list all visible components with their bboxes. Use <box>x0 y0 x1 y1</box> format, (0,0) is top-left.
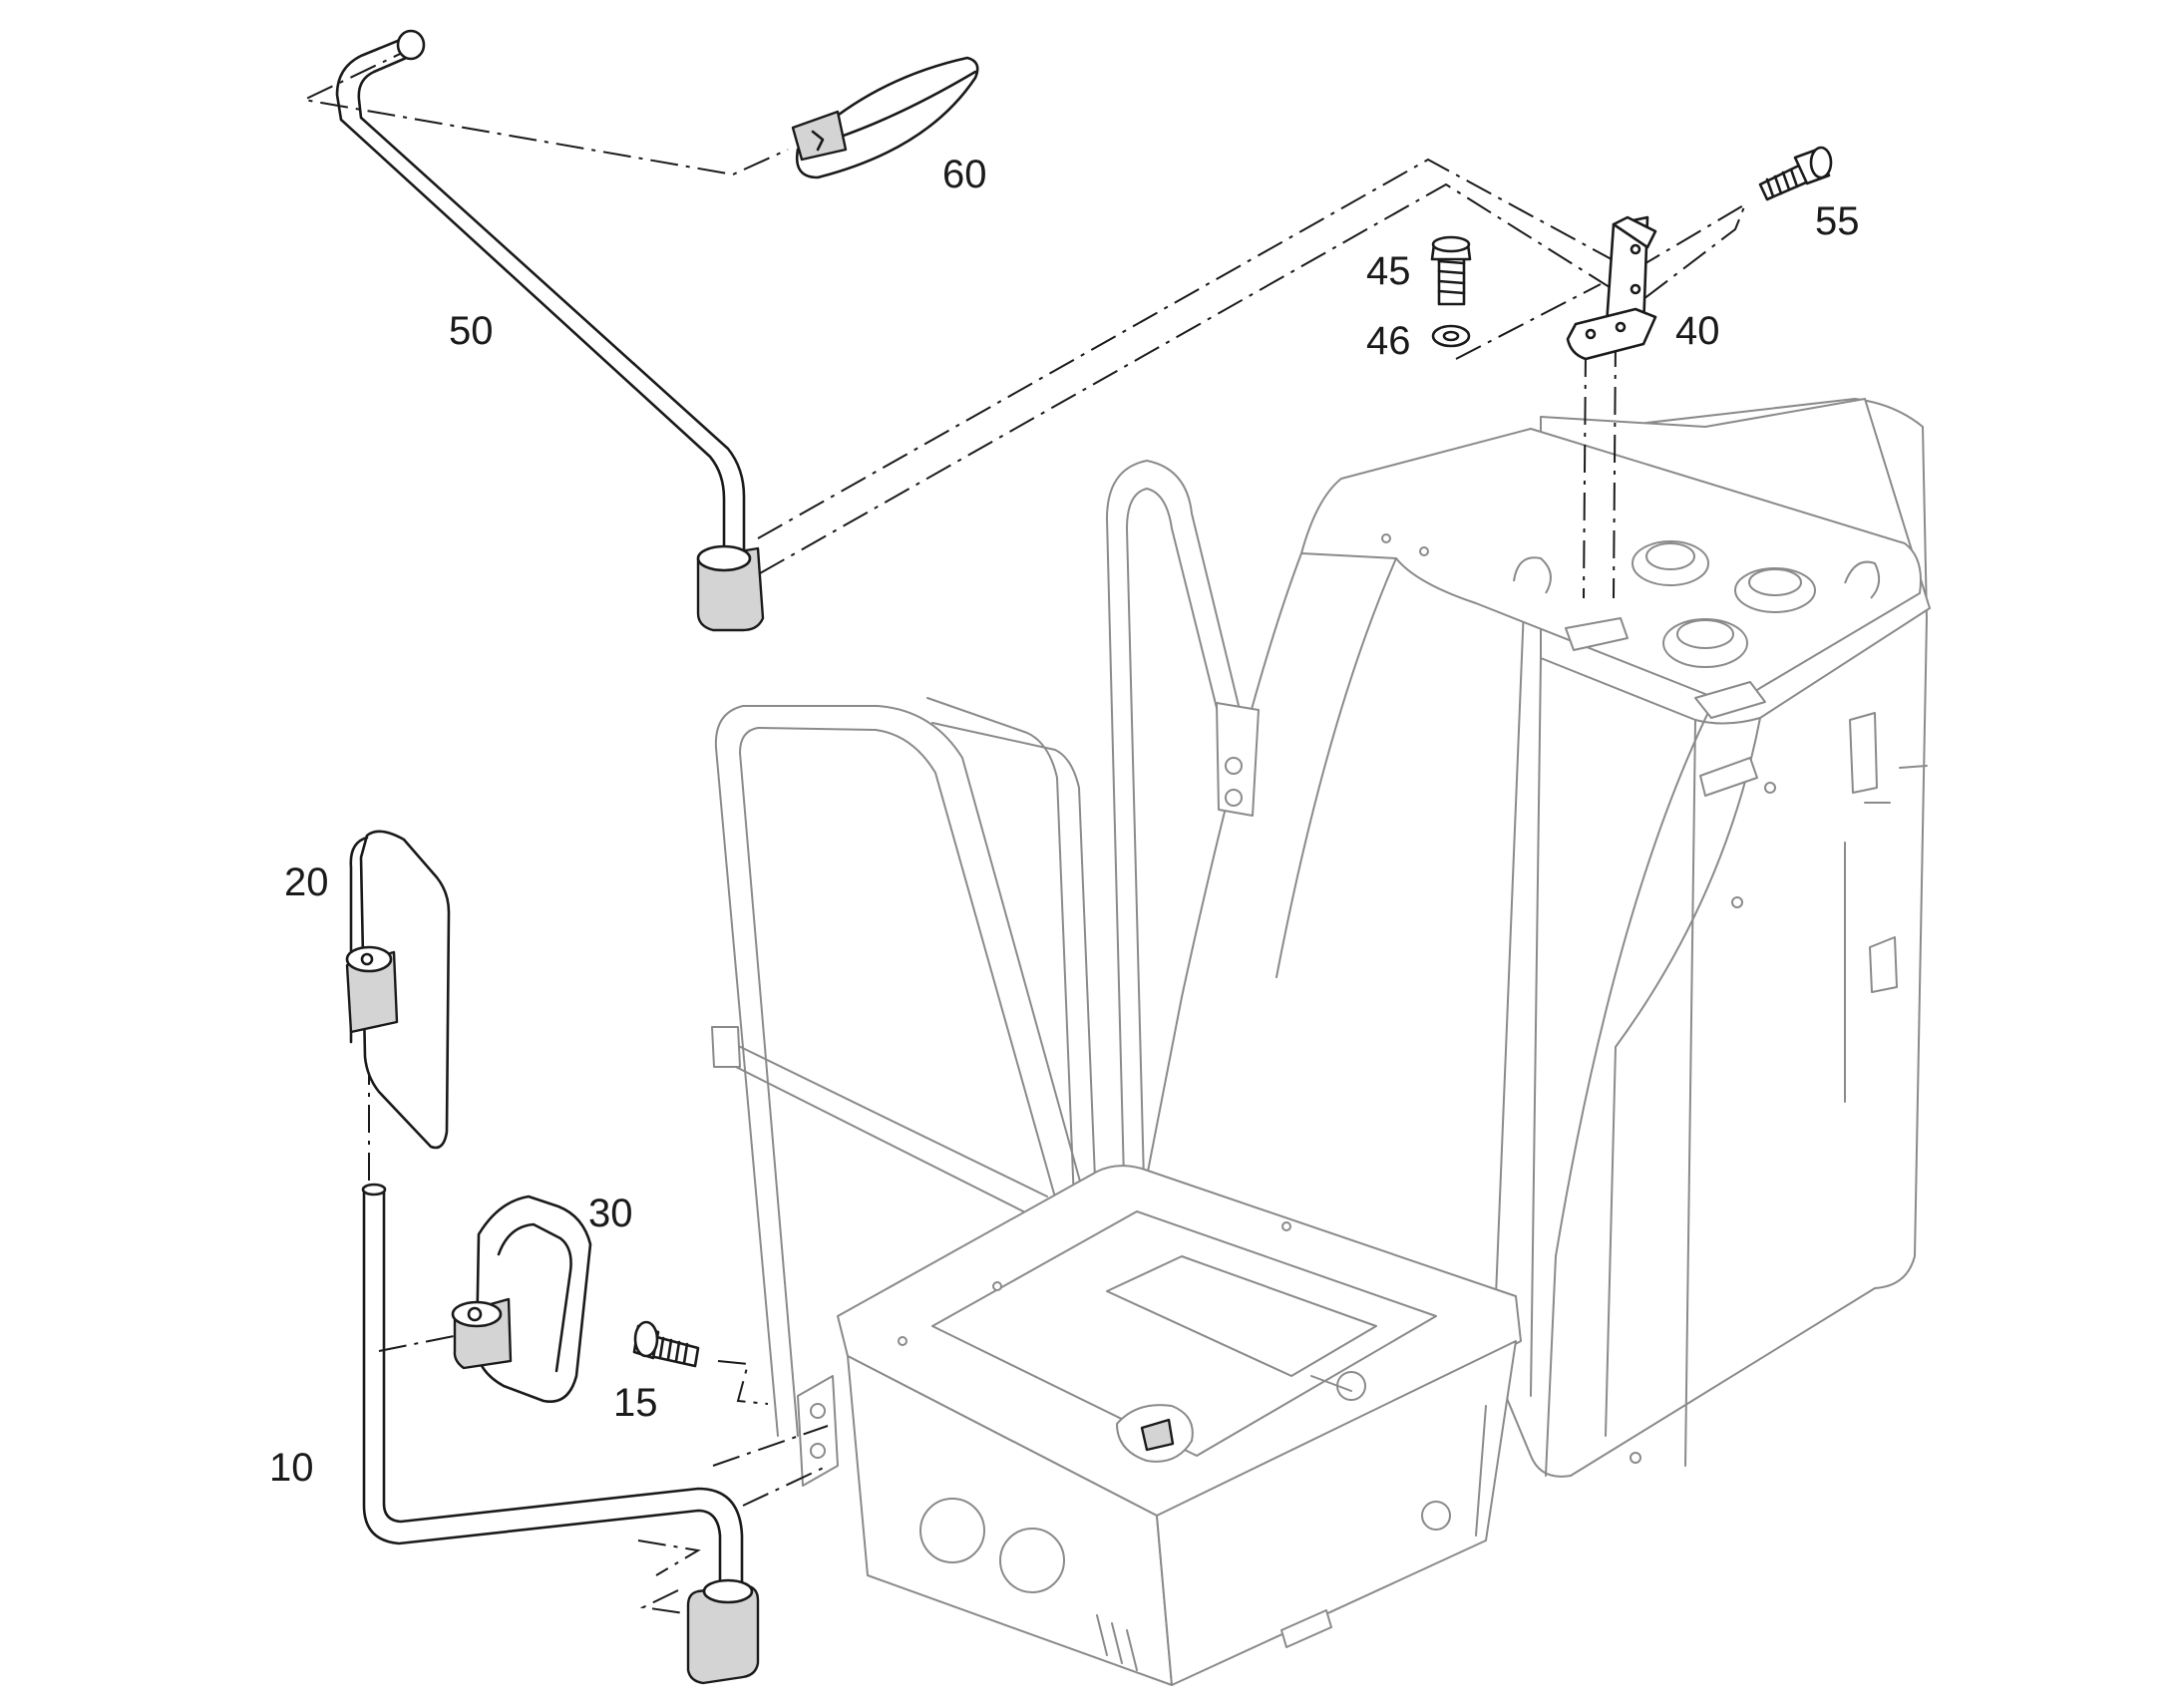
flanged-bolt-55 <box>1758 146 1833 201</box>
mirror-30 <box>451 1195 592 1403</box>
flanged-bolt-15 <box>632 1320 700 1368</box>
assembly-line-10-frame-b <box>742 1465 829 1507</box>
assembly-line-10-frame-a <box>712 1425 829 1467</box>
assembly-line-50-60 <box>300 44 789 176</box>
assembly-line-10-base-b <box>639 1589 699 1616</box>
mirror-20 <box>345 830 451 1150</box>
assembly-line-40-base-b <box>1613 338 1617 599</box>
battery-box <box>797 1165 1522 1686</box>
front-frame-rail <box>711 705 1088 1437</box>
bolt-45 <box>1430 235 1472 306</box>
washer-46 <box>1431 324 1471 348</box>
assembly-line-40-46 <box>1455 283 1602 360</box>
callout-46: 46 <box>1366 319 1411 363</box>
assembly-line-40-base-a <box>1583 348 1587 599</box>
mirror-arm-10 <box>361 1183 760 1685</box>
callout-45: 45 <box>1366 249 1411 293</box>
callout-30: 30 <box>588 1192 633 1235</box>
mirror-head-60 <box>791 56 979 179</box>
callout-40: 40 <box>1675 309 1720 353</box>
rear-grab-rail <box>1106 460 1260 1297</box>
mounting-bracket-40 <box>1566 215 1657 361</box>
mirror-arm-50 <box>335 29 765 632</box>
assembly-line-15-frame <box>717 1360 769 1405</box>
machine-body-assembly <box>711 398 1931 1686</box>
assembly-line-30-10 <box>378 1333 465 1352</box>
callout-20: 20 <box>284 860 329 904</box>
callout-15: 15 <box>613 1381 658 1425</box>
callout-55: 55 <box>1815 199 1860 243</box>
assembly-lines <box>300 44 1748 1616</box>
callout-60: 60 <box>942 153 987 196</box>
assembly-line-10-base-a <box>637 1539 701 1576</box>
callout-labels: 10 15 20 30 40 45 46 50 55 60 <box>269 153 1860 1490</box>
rear-housing <box>1146 398 1931 1478</box>
callout-10: 10 <box>269 1446 314 1490</box>
assembly-line-50-40-lower <box>759 182 1622 574</box>
assembly-line-50-40-upper <box>757 158 1622 539</box>
callout-50: 50 <box>449 309 494 353</box>
assembly-line-40-55 <box>1635 201 1748 300</box>
